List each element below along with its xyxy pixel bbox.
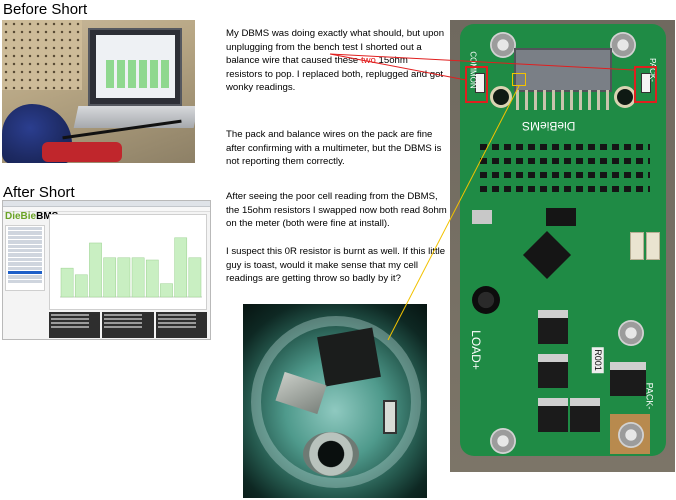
mcu-chip	[522, 230, 572, 280]
chart-bar	[188, 257, 202, 298]
paragraph-resistor-reading: After seeing the poor cell reading from …	[226, 191, 447, 230]
load-plus-label: LOAD+	[468, 330, 483, 370]
mount-hole-right	[614, 86, 636, 108]
screw-top-right	[610, 32, 636, 58]
app-sidebar	[5, 225, 45, 291]
mount-hole-left	[490, 86, 512, 108]
paragraph-question: I suspect this 0R resistor is burnt as w…	[226, 246, 446, 285]
before-short-photo	[2, 20, 195, 163]
resistor-code-label: R001	[591, 347, 604, 373]
microscope-via-hole	[303, 432, 359, 476]
app-stats-panels	[49, 312, 207, 338]
microscope-photo	[243, 304, 427, 498]
buzzer	[472, 286, 500, 314]
bms-board-photo: DieBieMS COMMON PACK- LOAD+ R001 PACK-	[450, 20, 675, 472]
app-titlebar	[3, 201, 210, 207]
ic-chip	[546, 208, 576, 226]
paragraph-short-description: My DBMS was doing exactly what should, b…	[226, 28, 445, 94]
pack-minus-bottom-label: PACK-	[644, 382, 655, 410]
mosfet-3	[538, 398, 568, 432]
smd-row-3	[480, 172, 650, 178]
jst-connector-2	[646, 232, 660, 260]
chart-bar	[131, 257, 145, 298]
mosfet-1	[538, 310, 568, 344]
chart-bar	[160, 283, 173, 298]
chart-bar	[103, 257, 117, 298]
app-menubar	[3, 207, 210, 212]
smd-row-4	[480, 186, 650, 192]
balance-connector	[514, 48, 612, 92]
laptop-screen	[88, 28, 182, 106]
screw-bottom-left	[490, 428, 516, 454]
cell-voltage-chart	[49, 214, 207, 310]
mosfet-2	[538, 354, 568, 388]
zero-ohm-resistor	[383, 400, 397, 434]
two-highlight: two	[360, 55, 376, 67]
red-highlight-left-resistor	[465, 66, 488, 103]
chart-bar	[89, 242, 102, 298]
brand-label: DieBieMS	[522, 119, 576, 133]
mosfet-4	[570, 398, 600, 432]
red-highlight-right-resistor	[634, 66, 657, 103]
smd-row-1	[480, 144, 650, 150]
chart-bar	[117, 257, 131, 298]
chart-bar	[60, 267, 74, 298]
chart-bar	[174, 237, 188, 298]
jst-connector-1	[630, 232, 644, 260]
after-short-app-screenshot: DieBieBMS	[2, 200, 211, 340]
microscope-ring	[251, 316, 421, 488]
screw-top-left	[490, 32, 516, 58]
smd-row-2	[480, 158, 650, 164]
before-short-heading: Before Short	[3, 1, 88, 18]
app-logo: DieBieBMS	[5, 211, 59, 222]
yellow-highlight-zero-ohm	[512, 73, 526, 86]
red-tool	[42, 142, 122, 162]
pegboard	[2, 20, 82, 90]
chart-bar	[74, 274, 88, 298]
chart-bar	[145, 259, 159, 298]
laptop-base	[73, 106, 195, 128]
balance-pins	[516, 90, 610, 110]
paragraph-multimeter-check: The pack and balance wires on the pack a…	[226, 129, 442, 168]
mosfet-5	[610, 362, 646, 396]
microscope-chip	[317, 327, 381, 387]
usb-port	[472, 210, 492, 224]
after-short-heading: After Short	[3, 184, 75, 201]
screw-bottom-right	[618, 422, 644, 448]
screw-mid-right	[618, 320, 644, 346]
